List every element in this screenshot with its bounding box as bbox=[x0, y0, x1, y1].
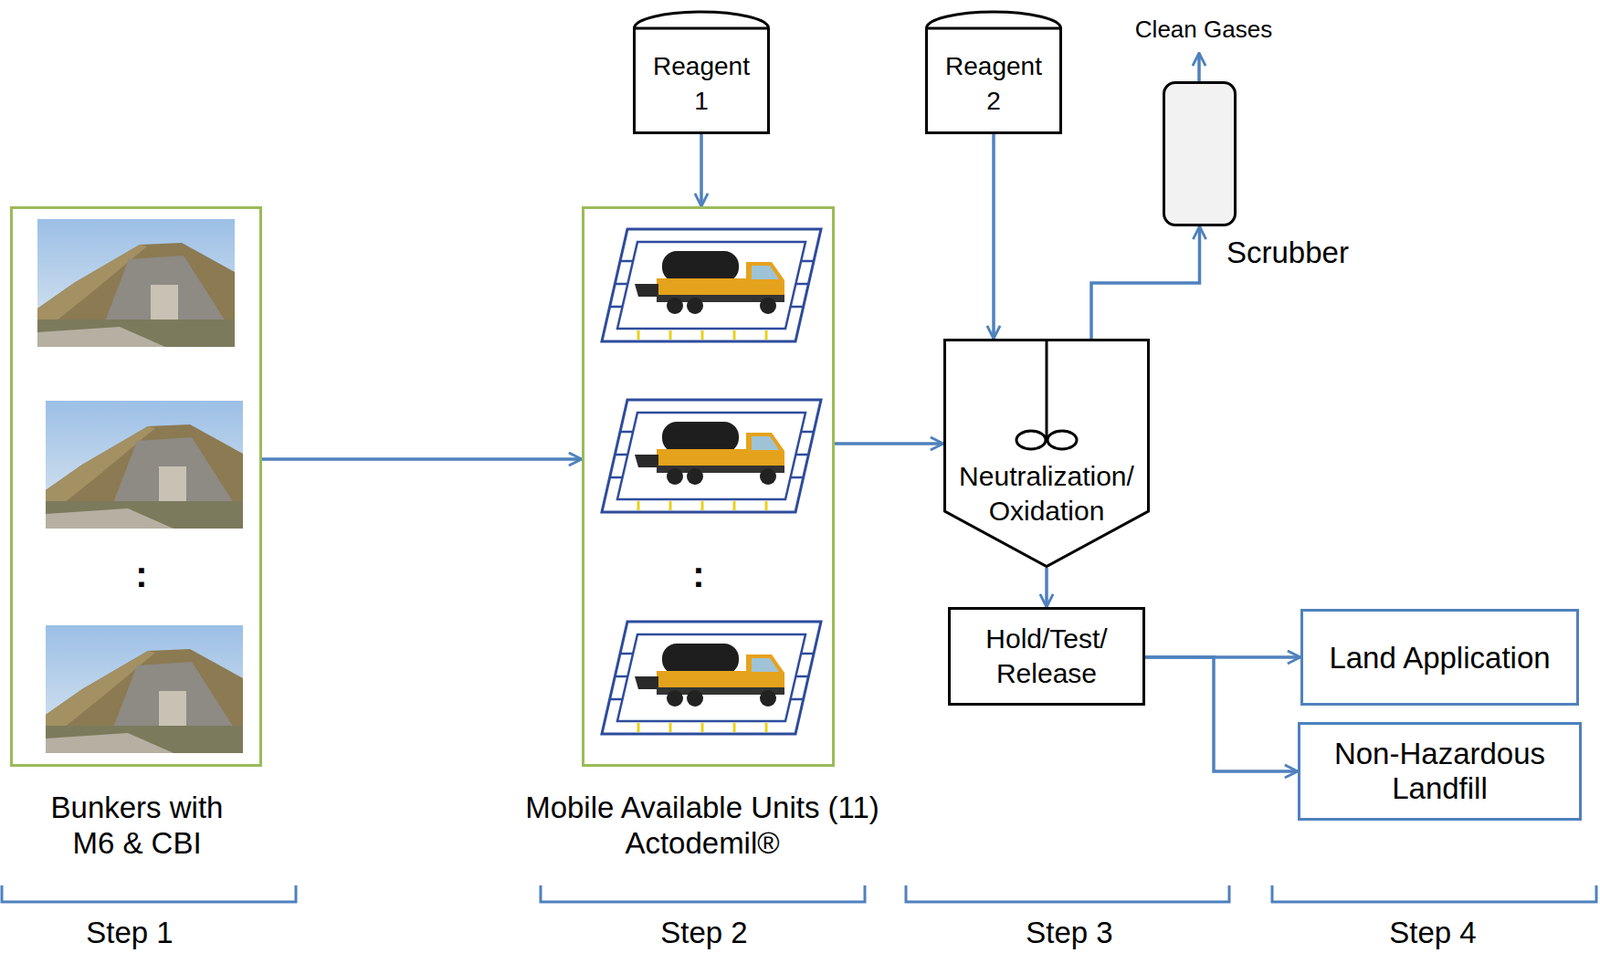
truck-unit bbox=[601, 400, 822, 513]
bunker-photo bbox=[45, 625, 243, 754]
agitator-shaft bbox=[1045, 340, 1049, 442]
truck-unit bbox=[601, 229, 822, 342]
node-label: Non-Hazardous Landfill bbox=[1309, 736, 1570, 807]
step-bracket bbox=[905, 885, 1230, 903]
step-label: Step 1 bbox=[65, 915, 194, 951]
tank-body bbox=[634, 11, 769, 134]
flow-arrow bbox=[1145, 657, 1298, 772]
unit-group: Mobile Available Units (11) Actodemil® bbox=[581, 206, 835, 768]
site-group: Bunkers with M6 & CBI bbox=[10, 206, 263, 768]
tank-seam bbox=[926, 27, 1062, 31]
destination-box: Land Application bbox=[1300, 609, 1579, 706]
node-caption: Scrubber bbox=[1226, 236, 1349, 270]
exhaust-arrow bbox=[1197, 52, 1201, 82]
reactor-vessel: Neutralization/ Oxidation bbox=[943, 338, 1150, 569]
flow-arrow bbox=[262, 457, 582, 462]
agitator-blade bbox=[1047, 431, 1077, 450]
reagent-tank: Reagent 2 bbox=[925, 10, 1063, 135]
exhaust-label: Clean Gases bbox=[1121, 15, 1286, 43]
scrubber-column: Scrubber bbox=[1162, 81, 1237, 227]
node-caption: Bunkers with M6 & CBI bbox=[36, 789, 238, 862]
step-bracket bbox=[1272, 885, 1597, 903]
tank-body bbox=[926, 11, 1062, 134]
bunker-photo bbox=[37, 219, 235, 348]
node-label: Reagent 2 bbox=[939, 49, 1048, 119]
destination-box: Non-Hazardous Landfill bbox=[1297, 722, 1582, 822]
flow-arrow bbox=[1091, 226, 1200, 339]
tank-seam bbox=[634, 27, 769, 31]
node-caption: Mobile Available Units (11) Actodemil® bbox=[492, 789, 913, 862]
reagent-tank: Reagent 1 bbox=[632, 10, 770, 135]
step-label: Step 4 bbox=[1368, 915, 1497, 951]
node-label: Neutralization/ Oxidation bbox=[949, 459, 1144, 529]
flow-arrow bbox=[834, 442, 944, 446]
process-box: Hold/Test/ Release bbox=[947, 607, 1146, 706]
truck-unit bbox=[601, 621, 822, 735]
flow-arrow bbox=[699, 134, 704, 207]
step-bracket bbox=[540, 885, 865, 903]
node-label: Land Application bbox=[1328, 640, 1550, 676]
agitator-blade bbox=[1016, 431, 1046, 450]
vessel-body bbox=[945, 340, 1149, 568]
step-label: Step 3 bbox=[1005, 915, 1134, 951]
node-label: Hold/Test/ Release bbox=[959, 621, 1134, 692]
vessel-outline bbox=[943, 338, 1150, 569]
flow-arrow bbox=[991, 134, 996, 339]
step-label: Step 2 bbox=[640, 915, 769, 951]
step-bracket bbox=[1, 885, 296, 903]
bunker-photo bbox=[45, 400, 243, 529]
continuation-mark: : bbox=[127, 553, 156, 596]
flow-arrow bbox=[1044, 568, 1049, 608]
node-label: Reagent 1 bbox=[647, 49, 756, 119]
continuation-mark: : bbox=[684, 553, 713, 596]
